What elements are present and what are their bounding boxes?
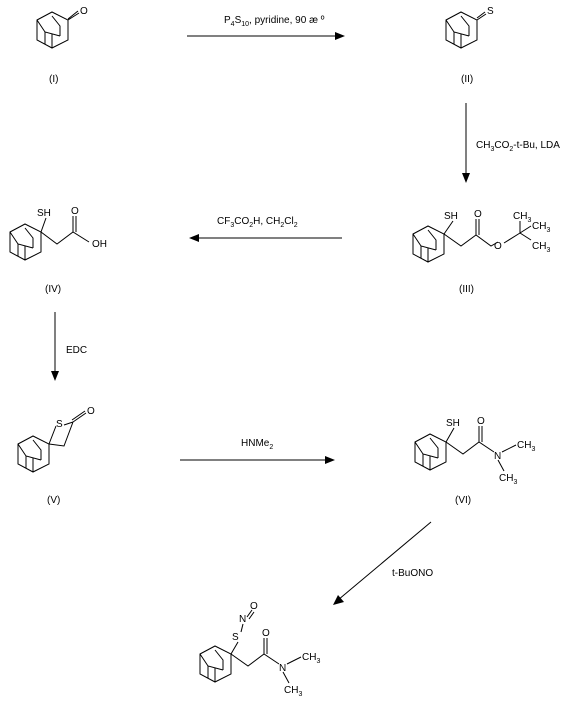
compound-IV-label: (IV): [45, 284, 61, 295]
reagent-step3: CF3CO2H, CH2Cl2: [217, 216, 298, 229]
compound-VI-structure: SH O N CH3 CH3: [414, 416, 535, 486]
compound-III-sh-label: SH: [444, 211, 458, 222]
compound-III-methyl-top: CH3: [513, 211, 531, 224]
compound-IV-sh-label: SH: [37, 208, 51, 219]
compound-VI-nitrogen-label: N: [494, 451, 501, 462]
compound-I-label: (I): [49, 74, 58, 85]
product-nitroso-nitrogen: N: [239, 614, 246, 625]
compound-III-ester-oxygen: O: [494, 241, 502, 252]
product-sulfur-label: S: [232, 632, 239, 643]
arrow-step6: [333, 521, 432, 605]
compound-IV-hydroxyl-label: OH: [92, 239, 107, 250]
arrow-step2: [462, 103, 470, 183]
reagent-step5: HNMe2: [241, 438, 273, 451]
compound-V-sulfur-label: S: [56, 419, 63, 430]
compound-V-label: (V): [47, 495, 60, 506]
reagent-step4: EDC: [66, 345, 87, 356]
compound-I-oxygen-label: O: [80, 6, 88, 17]
compound-III-label: (III): [459, 284, 474, 295]
compound-IV-structure: SH O OH: [9, 206, 107, 261]
product-nitroso-oxygen: O: [250, 601, 258, 612]
arrow-step5: [180, 456, 335, 464]
reagent-step1: P4S10, pyridine, 90 æ º: [224, 15, 325, 28]
arrow-step3: [189, 234, 342, 242]
compound-V-oxygen-label: O: [87, 406, 95, 417]
compound-VI-methyl-1: CH3: [517, 440, 535, 453]
product-nitrogen-label: N: [279, 663, 286, 674]
compound-III-structure: SH O O CH3 CH3 CH3: [412, 209, 550, 263]
compound-III-carbonyl-oxygen: O: [474, 209, 482, 220]
reagent-step6: t-BuONO: [392, 568, 433, 579]
compound-II-structure: S: [445, 6, 494, 49]
compound-VI-methyl-2: CH3: [499, 473, 517, 486]
compound-V-structure: S O: [17, 406, 95, 473]
arrow-step1: [187, 32, 345, 40]
compound-II-label: (II): [461, 74, 473, 85]
arrow-step4: [51, 312, 59, 381]
compound-I-structure: O: [36, 6, 88, 49]
product-methyl-2: CH3: [284, 685, 302, 698]
compound-VI-carbonyl-oxygen: O: [477, 416, 485, 427]
compound-III-methyl-right: CH3: [532, 221, 550, 234]
compound-III-methyl-bottom: CH3: [532, 241, 550, 254]
reagent-step2: CH3CO2-t-Bu, LDA: [476, 140, 560, 153]
product-methyl-1: CH3: [302, 652, 320, 665]
compound-VI-label: (VI): [455, 495, 471, 506]
product-structure: S N O O N CH3 CH3: [199, 601, 320, 698]
compound-VI-sh-label: SH: [446, 418, 460, 429]
product-carbonyl-oxygen: O: [262, 628, 270, 639]
compound-II-sulfur-label: S: [487, 6, 494, 17]
compound-IV-carbonyl-oxygen: O: [71, 206, 79, 217]
